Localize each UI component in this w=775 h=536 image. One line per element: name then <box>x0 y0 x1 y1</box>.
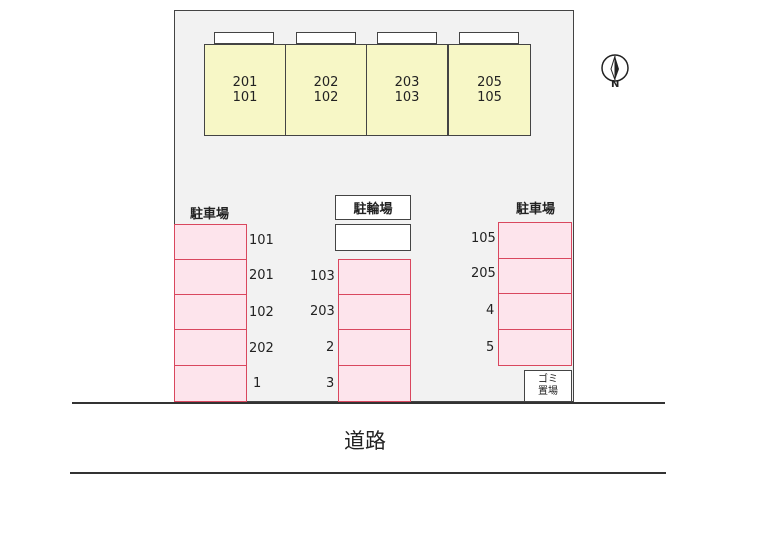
balcony <box>459 32 519 44</box>
road-edge-top <box>72 402 665 404</box>
parking-space <box>498 222 572 259</box>
unit-upper-number: 201 <box>232 75 258 90</box>
balcony <box>296 32 356 44</box>
parking-space-label: 2 <box>326 340 335 355</box>
parking-space-label: 202 <box>249 341 274 356</box>
parking-space <box>174 294 247 330</box>
bicycle-parking-area <box>335 224 411 251</box>
unit-lower-number: 102 <box>313 90 339 105</box>
unit-upper-number: 203 <box>394 75 420 90</box>
building-unit: 205 105 <box>448 44 531 136</box>
parking-space <box>338 329 411 366</box>
balcony <box>214 32 274 44</box>
bicycle-parking-sign: 駐輪場 <box>335 195 411 220</box>
parking-space-label: 105 <box>471 231 496 246</box>
unit-lower-number: 101 <box>232 90 258 105</box>
parking-space <box>174 365 247 402</box>
parking-title-left: 駐車場 <box>190 207 230 222</box>
parking-space <box>338 294 411 330</box>
unit-upper-number: 205 <box>477 75 502 90</box>
garbage-label-line2: 置場 <box>538 386 558 397</box>
parking-title-right: 駐車場 <box>516 202 556 217</box>
building-unit: 203 103 <box>366 44 448 136</box>
garbage-area: ゴミ 置場 <box>524 370 572 402</box>
parking-space <box>498 293 572 330</box>
parking-space <box>498 329 572 366</box>
balcony <box>377 32 437 44</box>
bicycle-parking-label: 駐輪場 <box>353 202 393 217</box>
parking-space-label: 203 <box>310 304 335 319</box>
parking-space-label: 5 <box>486 340 495 355</box>
parking-space-label: 1 <box>253 376 262 391</box>
parking-space-label: 102 <box>249 305 274 320</box>
parking-space-label: 101 <box>249 233 274 248</box>
road-label: 道路 <box>344 429 386 453</box>
building-unit: 201 101 <box>204 44 286 136</box>
parking-space <box>174 329 247 366</box>
parking-space-label: 103 <box>310 269 335 284</box>
parking-space-label: 3 <box>326 376 335 391</box>
unit-upper-number: 202 <box>313 75 339 90</box>
garbage-label-line1: ゴミ <box>538 374 558 385</box>
parking-space <box>174 259 247 295</box>
north-arrow-icon <box>599 52 631 92</box>
unit-lower-number: 103 <box>394 90 420 105</box>
parking-space <box>498 258 572 294</box>
parking-space <box>338 365 411 402</box>
parking-space-label: 4 <box>486 303 495 318</box>
road-edge-bottom <box>70 472 666 474</box>
parking-space-label: 205 <box>471 266 496 281</box>
parking-space-label: 201 <box>249 268 274 283</box>
unit-lower-number: 105 <box>477 90 502 105</box>
parking-space <box>174 224 247 260</box>
building-unit: 202 102 <box>285 44 367 136</box>
compass-north-label: N <box>611 79 620 90</box>
parking-space <box>338 259 411 295</box>
